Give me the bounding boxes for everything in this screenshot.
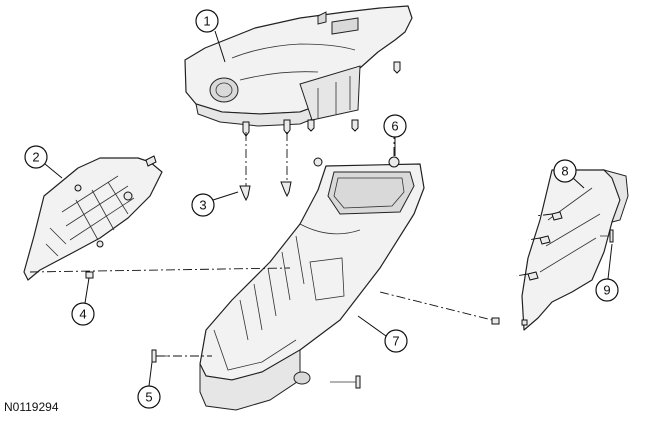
svg-text:4: 4 — [79, 307, 86, 322]
upper-console-panel — [184, 5, 413, 137]
callout-5: 5 — [137, 361, 161, 409]
svg-text:3: 3 — [199, 198, 206, 213]
svg-text:9: 9 — [603, 283, 610, 298]
fastener-pin-6 — [313, 156, 400, 168]
callout-4: 4 — [71, 277, 95, 326]
fastener-screw-9 — [600, 229, 614, 243]
callout-2: 2 — [24, 145, 63, 179]
callout-3: 3 — [191, 191, 239, 217]
svg-text:6: 6 — [391, 119, 398, 134]
right-side-panel — [521, 169, 629, 331]
fastener-clip-3b — [280, 181, 292, 198]
svg-text:5: 5 — [145, 390, 152, 405]
callout-9: 9 — [595, 243, 619, 302]
svg-text:7: 7 — [392, 334, 399, 349]
assembly-leader-lines — [29, 130, 553, 357]
fastener-clip-3a — [239, 185, 251, 202]
left-side-panel — [23, 155, 163, 281]
fastener-screw-7 — [330, 375, 361, 389]
lower-floor-console — [199, 163, 425, 411]
callout-8: 8 — [553, 159, 585, 189]
callout-7: 7 — [357, 315, 408, 353]
fastener-nut-4 — [85, 271, 94, 279]
svg-text:2: 2 — [32, 150, 39, 165]
svg-text:1: 1 — [203, 14, 210, 29]
fastener-nut-right — [491, 317, 528, 326]
figure-id-label: N0119294 — [4, 400, 59, 414]
callout-1: 1 — [195, 9, 226, 63]
svg-text:8: 8 — [561, 164, 568, 179]
callout-6: 6 — [383, 114, 407, 156]
